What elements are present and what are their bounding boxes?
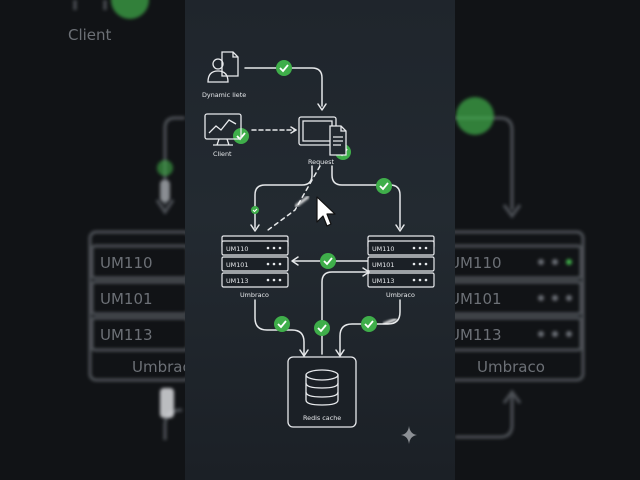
bg-umbraco-label: Umbraco [132, 358, 185, 376]
cursor-icon [316, 196, 336, 227]
server-row-label: UM110 [226, 245, 248, 253]
bg-server-row [455, 316, 583, 352]
bg-row-label: UM110 [455, 254, 502, 272]
arrowhead [290, 126, 297, 134]
arrowhead [362, 267, 370, 277]
server-row [367, 272, 435, 288]
server-row-label: UM113 [372, 277, 394, 285]
request-node: Request [298, 116, 347, 166]
user-document-icon [207, 51, 239, 83]
bg-server-row [90, 244, 185, 280]
monitor-chart-icon [204, 113, 242, 146]
redis-box [287, 356, 357, 428]
client-node: Client [204, 113, 242, 158]
umbraco-right-label: Umbraco [386, 291, 415, 299]
edge-request-dashed [267, 165, 321, 231]
arrowhead [299, 349, 309, 357]
server-row [221, 256, 289, 272]
status-lights [266, 246, 282, 282]
edge-request-to-right [331, 165, 401, 229]
arrowhead [395, 224, 405, 232]
server-row [221, 272, 289, 288]
bg-client-label: Client [68, 26, 112, 44]
bg-umbraco-label: Umbraco [477, 358, 545, 376]
check-icon [376, 178, 392, 194]
server-row-label: UM110 [372, 245, 394, 253]
check-icon [274, 316, 290, 332]
arrowhead [250, 224, 260, 232]
database-icon [305, 369, 339, 406]
check-icon [320, 253, 336, 269]
bg-client-icon-fragment [73, 0, 107, 10]
request-label: Request [308, 158, 334, 166]
dynamic-site-label: Dynamic liete [202, 91, 246, 99]
sparkle-icon [401, 426, 417, 444]
server-row-label: UM101 [372, 261, 394, 269]
arrowhead [335, 349, 345, 357]
check-icon [251, 206, 259, 214]
request-window-icon [298, 116, 347, 156]
server-row [221, 240, 289, 256]
server-row-label: UM101 [226, 261, 248, 269]
dynamic-site-node: Dynamic liete [202, 51, 246, 99]
bg-row-label: UM101 [455, 290, 502, 308]
diagram-panel: Dynamic liete Client [185, 0, 455, 480]
background-left-panel: Client UM110 UM101 UM113 Umbraco [0, 0, 185, 480]
client-label: Client [213, 150, 232, 158]
bg-row-label: UM110 [100, 254, 153, 272]
bg-row-label: UM101 [100, 290, 153, 308]
edge-request-to-left [254, 165, 313, 229]
server-row [367, 256, 435, 272]
edge-redis-to-right [321, 271, 369, 355]
bg-row-label: UM113 [100, 326, 153, 344]
edge-dynamic-to-request [244, 67, 323, 107]
bg-check-icon [456, 97, 494, 135]
arrowhead [317, 103, 327, 111]
umbraco-server-right: UM110 UM101 UM113 Umbraco [367, 235, 435, 299]
bg-server-row [455, 280, 583, 316]
server-row-label: UM113 [226, 277, 248, 285]
umbraco-server-left: UM110 UM101 UM113 Umbraco [221, 235, 289, 299]
redis-cache-node: Redis cache [287, 356, 357, 428]
check-icon [276, 60, 292, 76]
check-icon [361, 316, 377, 332]
background-right-panel: UM110 UM101 UM113 Umbraco [455, 0, 640, 480]
bg-row-label: UM113 [455, 326, 502, 344]
check-icon [314, 320, 330, 336]
status-lights [412, 246, 428, 282]
bg-check-icon [157, 160, 173, 176]
redis-label: Redis cache [303, 414, 341, 422]
bg-check-icon [111, 0, 149, 19]
bg-server-row [90, 280, 185, 316]
umbraco-left-label: Umbraco [240, 291, 269, 299]
arrowhead [291, 256, 299, 266]
bg-server-row [90, 316, 185, 352]
bg-server-row [455, 244, 583, 280]
server-row [367, 240, 435, 256]
